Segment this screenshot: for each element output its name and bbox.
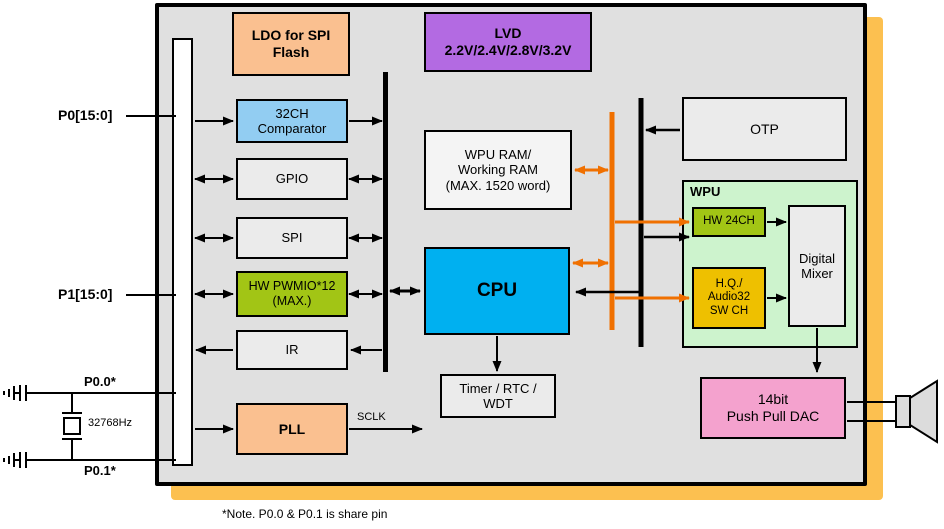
block-mixer-text: Mixer [801, 266, 833, 281]
block-ldo: LDO for SPI Flash [232, 12, 350, 76]
block-lvd-text: LVD [494, 25, 522, 42]
block-ldo-text: Flash [272, 44, 310, 60]
block-hw24ch: HW 24CH [692, 207, 766, 237]
capacitor-ground-icon [3, 385, 27, 401]
block-pll-text: PLL [278, 420, 306, 437]
block-audio32-text: Audio32 [707, 291, 751, 304]
block-dac-text: 14bit [757, 391, 789, 408]
block-pwmio: HW PWMIO*12 (MAX.) [236, 271, 348, 317]
block-hw24ch-text: HW 24CH [703, 215, 755, 228]
crystal-frequency-label: 32768Hz [88, 417, 133, 429]
block-cpu: CPU [424, 247, 570, 335]
block-otp: OTP [682, 97, 847, 161]
block-wpu-ram-text: (MAX. 1520 word) [445, 177, 551, 193]
block-mixer-text: Digital [798, 250, 836, 266]
block-ir-text: IR [285, 342, 299, 358]
block-wpu-ram: WPU RAM/ Working RAM (MAX. 1520 word) [424, 130, 572, 210]
block-spi-text: SPI [281, 230, 303, 246]
block-dac: 14bit Push Pull DAC [700, 377, 846, 439]
block-audio32-swch: H.Q./ Audio32 SW CH [692, 267, 766, 329]
block-timer-text: WDT [483, 396, 513, 411]
block-pll: PLL [236, 403, 348, 455]
block-lvd: LVD 2.2V/2.4V/2.8V/3.2V [424, 12, 592, 72]
block-spi: SPI [236, 217, 348, 259]
label-p0-0: P0.0* [84, 374, 116, 389]
block-timer-rtc-wdt: Timer / RTC / WDT [440, 374, 556, 418]
block-audio32-text: H.Q./ [715, 277, 743, 290]
block-otp-text: OTP [750, 120, 779, 137]
block-ldo-text: LDO for SPI [251, 27, 331, 44]
block-gpio: GPIO [236, 158, 348, 200]
block-audio32-text: SW CH [709, 304, 749, 317]
block-wpu-ram-text: WPU RAM/ [464, 147, 532, 162]
block-lvd-text: 2.2V/2.4V/2.8V/3.2V [444, 42, 572, 58]
label-p0-1: P0.1* [84, 463, 116, 478]
block-timer-text: Timer / RTC / [459, 380, 537, 396]
block-pwmio-text: (MAX.) [272, 294, 312, 308]
crystal-icon [62, 393, 82, 460]
block-wpu-ram-text: Working RAM [458, 162, 538, 178]
block-cpu-text: CPU [476, 279, 518, 301]
block-comparator-text: 32CH [275, 105, 309, 121]
block-comparator-text: Comparator [257, 121, 327, 136]
note-text: *Note. P0.0 & P0.1 is share pin [222, 507, 388, 521]
capacitor-ground-icon [3, 452, 27, 468]
block-gpio-text: GPIO [275, 171, 309, 187]
label-p1-bus: P1[15:0] [58, 286, 113, 302]
pin-mux-bar [172, 38, 193, 466]
block-pwmio-text: HW PWMIO*12 [248, 279, 336, 294]
block-dac-text: Push Pull DAC [726, 408, 820, 424]
wpu-container-label: WPU [690, 184, 721, 199]
sclk-label: SCLK [357, 411, 386, 423]
block-comparator: 32CH Comparator [236, 99, 348, 143]
block-digital-mixer: Digital Mixer [788, 205, 846, 327]
block-ir: IR [236, 330, 348, 370]
label-p0-bus: P0[15:0] [58, 107, 113, 123]
